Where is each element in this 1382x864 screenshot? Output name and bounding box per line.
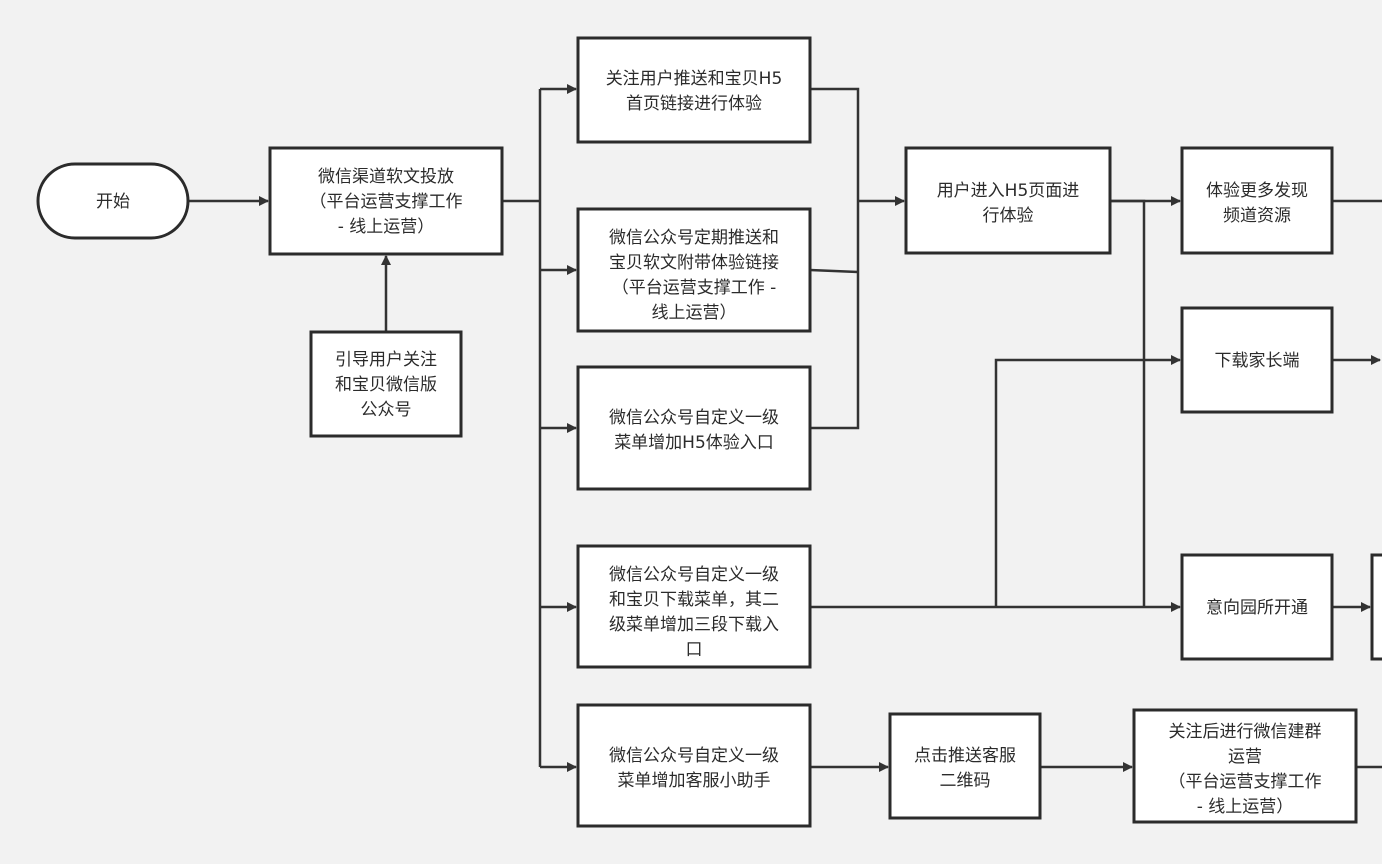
edge-regular-merge <box>809 268 859 274</box>
node-click-qr-label-0: 点击推送客服 <box>914 746 1016 766</box>
node-menu-h5-entry-label-1: 菜单增加H5体验入口 <box>614 433 774 453</box>
edge-menu-h5-merge <box>810 201 860 430</box>
node-start[interactable]: 开始 <box>36 162 190 240</box>
node-wechat-article-label-1: （平台运营支撑工作 <box>310 192 463 212</box>
node-regular-push-label-1: 宝贝软文附带体验链接 <box>609 253 779 273</box>
node-guide-follow-label-2: 公众号 <box>361 400 412 420</box>
node-wechat-article-label-0: 微信渠道软文投放 <box>318 167 454 187</box>
connectors <box>188 84 1382 772</box>
node-discover-more[interactable]: 体验更多发现 频道资源 <box>1180 146 1334 255</box>
edge-download-to-parent <box>994 355 1181 607</box>
node-wechat-article-label-2: - 线上运营） <box>338 217 435 237</box>
node-menu-download-label-3: 口 <box>686 640 703 660</box>
node-start-label-0: 开始 <box>96 192 130 212</box>
node-menu-download-label-2: 级菜单增加三段下载入 <box>609 615 779 635</box>
node-click-qr-label-1: 二维码 <box>940 771 991 791</box>
node-menu-download-label-1: 和宝贝下载菜单，其二 <box>609 590 779 610</box>
node-menu-service-label-0: 微信公众号自定义一级 <box>609 746 779 766</box>
node-push-h5-link[interactable]: 关注用户推送和宝贝H5 首页链接进行体验 <box>576 36 812 144</box>
node-group-ops-label-2: （平台运营支撑工作 <box>1169 772 1322 792</box>
node-regular-push-label-0: 微信公众号定期推送和 <box>609 228 779 248</box>
node-guide-follow[interactable]: 引导用户关注 和宝贝微信版 公众号 <box>309 330 463 438</box>
node-menu-h5-entry[interactable]: 微信公众号自定义一级 菜单增加H5体验入口 <box>576 365 812 491</box>
node-regular-push-label-3: 线上运营） <box>652 303 737 323</box>
node-enter-h5-label-1: 行体验 <box>983 206 1034 226</box>
node-group-ops[interactable]: 关注后进行微信建群 运营 （平台运营支撑工作 - 线上运营） <box>1132 708 1358 824</box>
node-enter-h5[interactable]: 用户进入H5页面进 行体验 <box>904 146 1112 255</box>
node-download-parent[interactable]: 下载家长端 <box>1180 306 1334 414</box>
node-menu-download[interactable]: 微信公众号自定义一级 和宝贝下载菜单，其二 级菜单增加三段下载入 口 <box>576 544 812 669</box>
node-menu-service-label-1: 菜单增加客服小助手 <box>618 771 771 791</box>
node-push-h5-link-label-1: 首页链接进行体验 <box>626 94 762 114</box>
node-kindergarten-open-label-0: 意向园所开通 <box>1206 598 1308 618</box>
edge-enter-down-trunk <box>1110 199 1146 607</box>
node-menu-download-label-0: 微信公众号自定义一级 <box>609 565 779 585</box>
node-wechat-article[interactable]: 微信渠道软文投放 （平台运营支撑工作 - 线上运营） <box>268 146 504 256</box>
node-group-ops-label-3: - 线上运营） <box>1197 797 1294 817</box>
node-kindergarten-open[interactable]: 意向园所开通 <box>1180 553 1334 661</box>
node-cutoff-right[interactable] <box>1370 553 1382 661</box>
node-enter-h5-label-0: 用户进入H5页面进 <box>937 181 1080 201</box>
node-discover-more-label-0: 体验更多发现 <box>1206 181 1308 201</box>
node-download-parent-label-0: 下载家长端 <box>1215 351 1300 371</box>
flowchart-nodes: 开始 微信渠道软文投放 （平台运营支撑工作 - 线上运营） 引导用户关注 和宝贝… <box>36 36 1382 828</box>
node-menu-h5-entry-label-0: 微信公众号自定义一级 <box>609 408 779 428</box>
edge-push-merge <box>810 87 860 201</box>
node-regular-push-label-2: （平台运营支撑工作 - <box>612 278 777 298</box>
node-click-qr[interactable]: 点击推送客服 二维码 <box>888 712 1042 820</box>
node-push-h5-link-label-0: 关注用户推送和宝贝H5 <box>606 69 783 89</box>
node-menu-service[interactable]: 微信公众号自定义一级 菜单增加客服小助手 <box>576 703 812 828</box>
node-guide-follow-label-1: 和宝贝微信版 <box>335 375 437 395</box>
node-group-ops-label-1: 运营 <box>1228 747 1262 767</box>
node-regular-push[interactable]: 微信公众号定期推送和 宝贝软文附带体验链接 （平台运营支撑工作 - 线上运营） <box>576 207 812 333</box>
node-discover-more-label-1: 频道资源 <box>1223 206 1291 226</box>
node-guide-follow-label-0: 引导用户关注 <box>335 350 437 370</box>
node-group-ops-label-0: 关注后进行微信建群 <box>1169 722 1322 742</box>
